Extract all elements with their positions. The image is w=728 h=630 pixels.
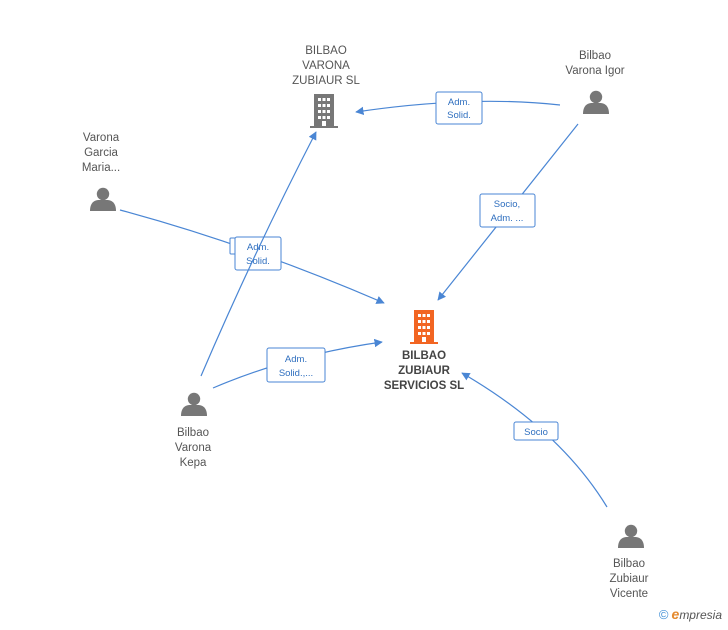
node-varona-garcia-maria[interactable]: Varona Garcia Maria... — [82, 132, 120, 211]
copyright-icon: © — [658, 607, 669, 622]
edge-label-line: Solid.,... — [279, 368, 313, 379]
edge-igor-to-bzs[interactable]: Socio, Adm. ... — [437, 123, 579, 301]
node-bilbao-varona-kepa[interactable]: Bilbao Varona Kepa — [175, 392, 212, 469]
edge-label-line: Adm. — [285, 354, 307, 365]
node-label-line: Maria... — [82, 162, 120, 174]
edge-label-line: Adm. — [448, 97, 470, 108]
node-label-line: BILBAO — [402, 350, 446, 362]
edge-kepa-to-bzs[interactable]: Adm. Solid.,... — [212, 338, 383, 389]
brand-name: mpresia — [679, 608, 722, 622]
brand-initial: e — [671, 606, 680, 622]
building-icon — [410, 310, 438, 344]
person-icon — [618, 524, 644, 548]
edge-label-line: Socio — [524, 427, 548, 438]
node-label-line: Kepa — [180, 457, 207, 469]
node-label-line: SERVICIOS SL — [384, 380, 464, 392]
edge-label-line: Solid. — [447, 110, 471, 121]
building-icon — [310, 94, 338, 128]
node-label-line: VARONA — [302, 60, 350, 72]
node-label-line: Varona — [83, 132, 120, 144]
edge-vicente-to-bzs[interactable]: Socio — [461, 372, 608, 508]
edge-label-line: Adm. — [247, 242, 269, 253]
edge-maria-to-bzs[interactable]: Adm. Solid. — [119, 209, 385, 304]
node-bilbao-zubiaur-servicios[interactable]: BILBAO ZUBIAUR SERVICIOS SL — [384, 310, 464, 392]
person-icon — [583, 90, 609, 114]
node-bilbao-varona-igor[interactable]: Bilbao Varona Igor — [565, 50, 625, 114]
edge-igor-to-bvz[interactable]: Adm. Solid. — [355, 91, 561, 125]
node-label-line: ZUBIAUR SL — [292, 75, 360, 87]
node-label-line: Varona — [175, 442, 212, 454]
node-bilbao-varona-zubiaur[interactable]: BILBAO VARONA ZUBIAUR SL — [292, 45, 360, 128]
edge-label-line: Solid. — [246, 256, 270, 267]
person-icon — [90, 187, 116, 211]
edge-kepa-to-bvz[interactable] — [200, 131, 317, 377]
node-label-line: Bilbao — [613, 558, 645, 570]
node-label-line: Varona Igor — [565, 65, 624, 77]
node-label-line: Bilbao — [579, 50, 611, 62]
node-label-line: ZUBIAUR — [398, 365, 450, 377]
node-label-line: Garcia — [84, 147, 118, 159]
node-bilbao-zubiaur-vicente[interactable]: Bilbao Zubiaur Vicente — [610, 524, 649, 600]
node-label-line: BILBAO — [305, 45, 347, 57]
edge-label-line: Adm. ... — [491, 213, 524, 224]
node-label-line: Bilbao — [177, 427, 209, 439]
edge-label-line: Socio, — [494, 199, 520, 210]
footer-brand: ©empresia — [659, 606, 722, 622]
brand-logo[interactable]: empresia — [671, 606, 722, 622]
person-icon — [181, 392, 207, 416]
node-label-line: Vicente — [610, 588, 648, 600]
node-label-line: Zubiaur — [610, 573, 649, 585]
